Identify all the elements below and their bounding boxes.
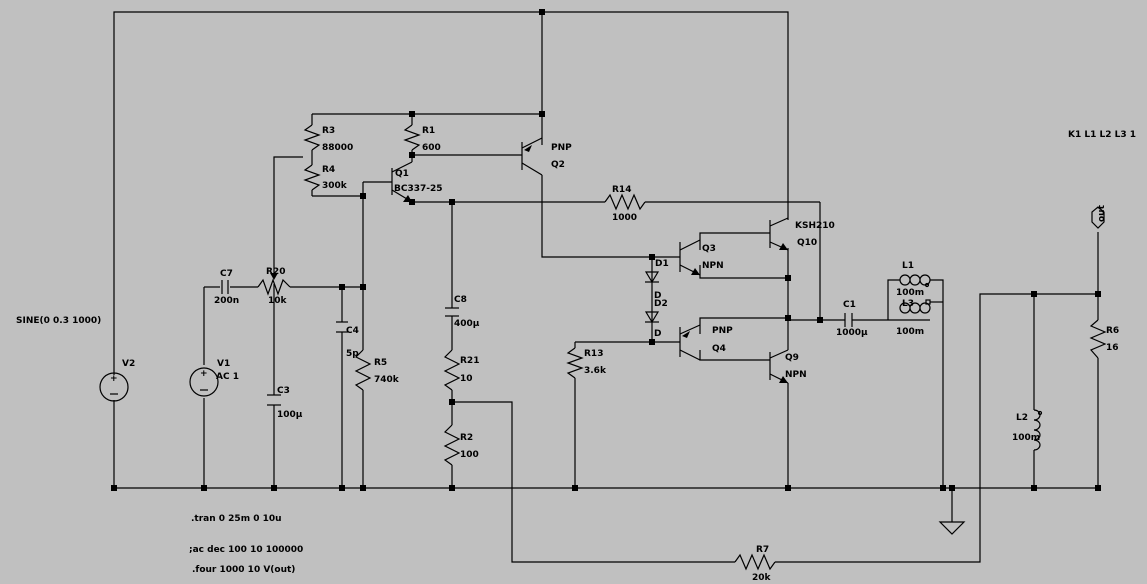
c8-name: C8 — [454, 295, 467, 305]
r14-value: 1000 — [612, 213, 637, 223]
r21-name: R21 — [460, 356, 479, 366]
voltage-source-v2[interactable]: + V2 SINE(0 0.3 1000) — [16, 316, 135, 402]
r6-value: 16 — [1106, 343, 1119, 353]
r6-name: R6 — [1106, 326, 1119, 336]
l1-value: 100m — [896, 288, 924, 298]
r21-value: 10 — [460, 374, 473, 384]
diode-d1[interactable]: D1 D — [644, 259, 669, 301]
l1-name: L1 — [902, 261, 914, 271]
resistor-r14[interactable]: R14 1000 — [604, 185, 646, 223]
resistor-r21[interactable]: R21 10 — [443, 349, 479, 391]
r4-name: R4 — [322, 165, 335, 175]
d1-value: D — [654, 291, 661, 301]
v1-value: AC 1 — [216, 372, 239, 382]
d2-name: D2 — [654, 299, 668, 309]
capacitor-c8[interactable]: C8 400µ — [445, 295, 480, 329]
c7-value: 200n — [214, 296, 239, 306]
l3-value: 100m — [896, 327, 924, 337]
r7-name: R7 — [756, 545, 769, 555]
r3-value: 88000 — [322, 143, 353, 153]
r2-value: 100 — [460, 450, 479, 460]
r7-value: 20k — [752, 573, 772, 583]
q2-name: Q2 — [551, 160, 565, 170]
q9-name: Q9 — [785, 353, 799, 363]
v2-value: SINE(0 0.3 1000) — [16, 316, 101, 326]
d2-value: D — [654, 329, 661, 339]
l2-value: 100m — [1012, 433, 1040, 443]
inductor-l3[interactable]: L3 100m — [896, 299, 931, 337]
r3-name: R3 — [322, 126, 335, 136]
capacitor-c7[interactable]: C7 200n — [214, 269, 239, 306]
four-directive[interactable]: .four 1000 10 V(out) — [192, 565, 295, 575]
v1-name: V1 — [217, 359, 230, 369]
voltage-source-v1[interactable]: + V1 AC 1 — [189, 359, 239, 397]
r13-name: R13 — [584, 349, 603, 359]
q10-name: Q10 — [797, 238, 817, 248]
c4-name: C4 — [346, 326, 359, 336]
c8-value: 400µ — [454, 319, 480, 329]
q9-value: NPN — [785, 370, 807, 380]
capacitor-c1[interactable]: C1 1000µ — [836, 300, 868, 338]
resistor-r3[interactable]: R3 88000 — [303, 124, 353, 153]
q3-name: Q3 — [702, 244, 716, 254]
net-label-out[interactable]: out — [1091, 204, 1107, 229]
c3-name: C3 — [277, 386, 290, 396]
transistor-q10[interactable]: KSH210 Q10 — [769, 217, 835, 251]
transistor-q3[interactable]: Q3 NPN — [679, 239, 724, 276]
net-label-text: out — [1097, 204, 1107, 222]
r20-value: 10k — [268, 296, 288, 306]
q1-name: Q1 — [395, 169, 409, 179]
r1-name: R1 — [422, 126, 435, 136]
junctions — [111, 9, 1101, 491]
l3-name: L3 — [902, 299, 914, 309]
q3-value: NPN — [702, 261, 724, 271]
capacitor-c4[interactable]: C4 5p — [336, 321, 359, 359]
transistor-q9[interactable]: Q9 NPN — [769, 349, 807, 384]
resistor-r13[interactable]: R13 3.6k — [566, 347, 607, 379]
capacitor-c3[interactable]: C3 100µ — [267, 386, 303, 420]
r1-value: 600 — [422, 143, 441, 153]
q2-value: PNP — [551, 143, 572, 153]
inductor-l2[interactable]: L2 100m — [1012, 409, 1043, 451]
c4-value: 5p — [346, 349, 359, 359]
q4-name: Q4 — [712, 344, 726, 354]
c7-name: C7 — [220, 269, 233, 279]
r14-name: R14 — [612, 185, 631, 195]
svg-text:+: + — [110, 374, 118, 384]
r5-name: R5 — [374, 358, 387, 368]
spice-directives: K1 L1 L2 L3 1 .tran 0 25m 0 10u ;ac dec … — [189, 130, 1136, 575]
q10-value: KSH210 — [795, 221, 835, 231]
q1-value: BC337-25 — [394, 184, 443, 194]
resistor-r4[interactable]: R4 300k — [303, 164, 348, 191]
c3-value: 100µ — [277, 410, 303, 420]
transistor-q4[interactable]: PNP Q4 — [679, 324, 733, 361]
l2-name: L2 — [1016, 413, 1028, 423]
resistor-r6[interactable]: R6 16 — [1089, 319, 1119, 359]
resistor-r2[interactable]: R2 100 — [443, 424, 479, 466]
transistor-q2[interactable]: PNP Q2 — [505, 137, 572, 176]
ac-directive[interactable]: ;ac dec 100 10 100000 — [189, 545, 303, 555]
v2-name: V2 — [122, 359, 135, 369]
r2-name: R2 — [460, 433, 473, 443]
inductor-l1[interactable]: L1 100m — [896, 261, 931, 298]
q4-value: PNP — [712, 326, 733, 336]
d1-name: D1 — [655, 259, 669, 269]
resistor-r1[interactable]: R1 600 — [403, 124, 441, 153]
transistor-q1[interactable]: Q1 BC337-25 — [363, 161, 443, 203]
r20-name: R20 — [266, 267, 285, 277]
c1-name: C1 — [843, 300, 856, 310]
coupling-directive[interactable]: K1 L1 L2 L3 1 — [1068, 130, 1136, 140]
r4-value: 300k — [322, 181, 348, 191]
r13-value: 3.6k — [584, 366, 607, 376]
tran-directive[interactable]: .tran 0 25m 0 10u — [191, 514, 282, 524]
resistor-r5[interactable]: R5 740k — [354, 349, 400, 391]
r5-value: 740k — [374, 375, 400, 385]
c1-value: 1000µ — [836, 328, 868, 338]
resistor-r20[interactable]: R20 10k — [257, 267, 291, 306]
resistor-r7[interactable]: R7 20k — [734, 545, 776, 583]
svg-text:+: + — [200, 369, 208, 379]
diode-d2[interactable]: D2 D — [644, 299, 668, 339]
wires — [113, 11, 1099, 563]
